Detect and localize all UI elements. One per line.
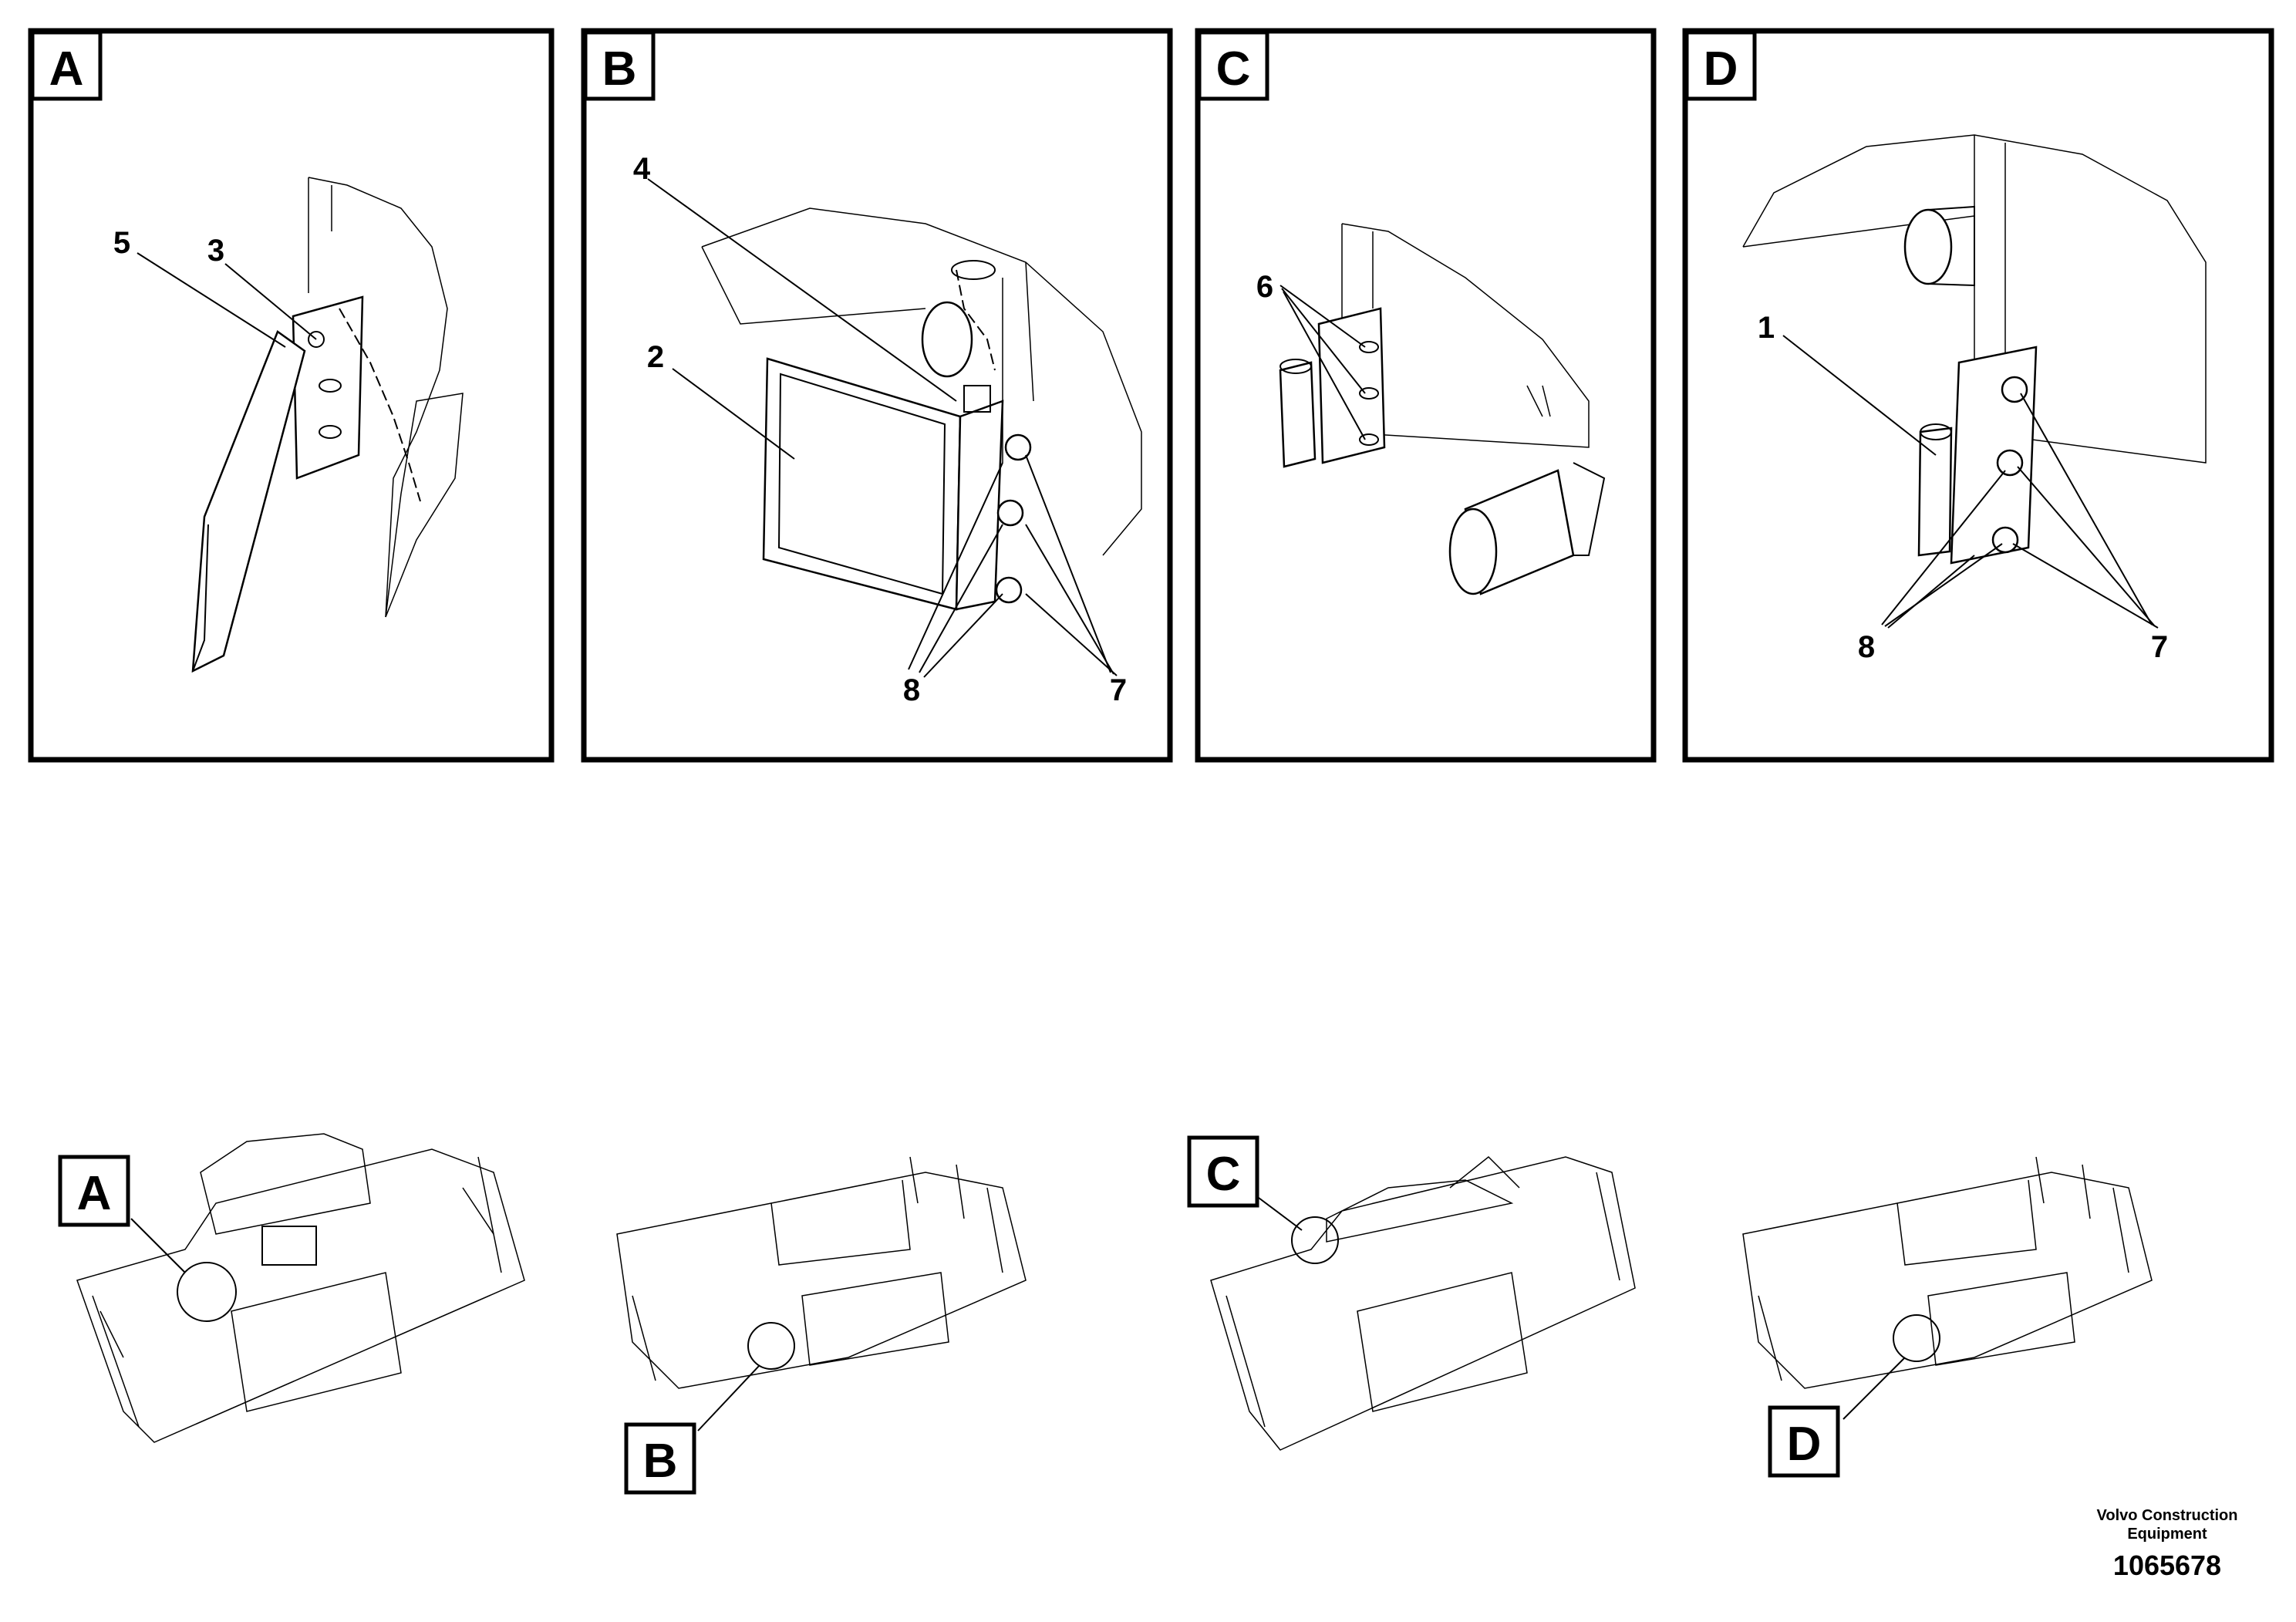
- callout-b-4: 4: [633, 152, 651, 186]
- overview-b-badge: [624, 1422, 696, 1495]
- callout-b-7: 7: [1110, 673, 1127, 707]
- panel-a-drawing: [137, 177, 464, 673]
- overview-b-machine: [616, 1156, 1027, 1389]
- panel-c-drawing: [1279, 223, 1606, 595]
- callout-c-6: 6: [1256, 270, 1273, 304]
- detail-panel-b: B 4: [581, 28, 1173, 763]
- panel-b-frame: [581, 28, 1173, 763]
- panel-a-frame: [28, 28, 555, 763]
- overview-c-badge: [1187, 1135, 1259, 1208]
- overview-b-letter: B: [643, 1435, 678, 1488]
- panel-c-letter: C: [1216, 42, 1251, 96]
- overview-c-highlight: [1291, 1216, 1339, 1264]
- overview-c-machine: [1210, 1155, 1636, 1451]
- panel-b-drawing: [647, 178, 1142, 678]
- panel-b-badge: [583, 30, 656, 101]
- overview-a-letter: A: [77, 1167, 112, 1220]
- overview-d-badge: [1768, 1405, 1840, 1478]
- callout-d-8: 8: [1858, 630, 1875, 664]
- detail-panel-d: D 1 8 7: [1682, 28, 2274, 763]
- detail-panel-c: C 6: [1195, 28, 1657, 763]
- overview-a-badge: [58, 1155, 130, 1227]
- panel-c-badge: [1197, 30, 1269, 101]
- overview-b-highlight: [747, 1322, 795, 1370]
- overview-d-letter: D: [1787, 1418, 1822, 1471]
- panel-d-frame: [1682, 28, 2274, 763]
- panel-c-frame: [1195, 28, 1657, 763]
- callout-d-7: 7: [2151, 630, 2168, 664]
- callout-a-3: 3: [207, 234, 224, 268]
- panel-a-badge: [30, 30, 103, 101]
- callout-b-2: 2: [647, 340, 664, 374]
- overview-c: C: [1187, 1135, 1636, 1451]
- overview-a-highlight: [177, 1262, 237, 1322]
- panel-d-letter: D: [1704, 42, 1738, 96]
- panel-d-badge: [1684, 30, 1757, 101]
- footer-block: Volvo Construction Equipment 1065678: [2052, 1506, 2283, 1582]
- overview-d: D: [1742, 1156, 2153, 1478]
- callout-b-8: 8: [903, 673, 920, 707]
- panel-a-letter: A: [49, 42, 84, 96]
- panel-d-drawing: [1742, 134, 2207, 629]
- brand-line-2: Equipment: [2127, 1526, 2207, 1543]
- callout-d-1: 1: [1758, 311, 1775, 345]
- overview-b: B: [616, 1156, 1027, 1495]
- brand-line-1: Volvo Construction: [2096, 1507, 2238, 1524]
- overview-c-letter: C: [1206, 1148, 1241, 1201]
- drawing-number: 1065678: [2112, 1549, 2222, 1581]
- callout-a-5: 5: [113, 226, 130, 260]
- overview-d-highlight: [1893, 1314, 1940, 1362]
- detail-panel-a: A 5 3: [28, 28, 555, 763]
- overview-d-machine: [1742, 1156, 2153, 1389]
- overview-a: A: [58, 1133, 525, 1443]
- overview-a-machine: [76, 1133, 525, 1443]
- panel-b-letter: B: [602, 42, 637, 96]
